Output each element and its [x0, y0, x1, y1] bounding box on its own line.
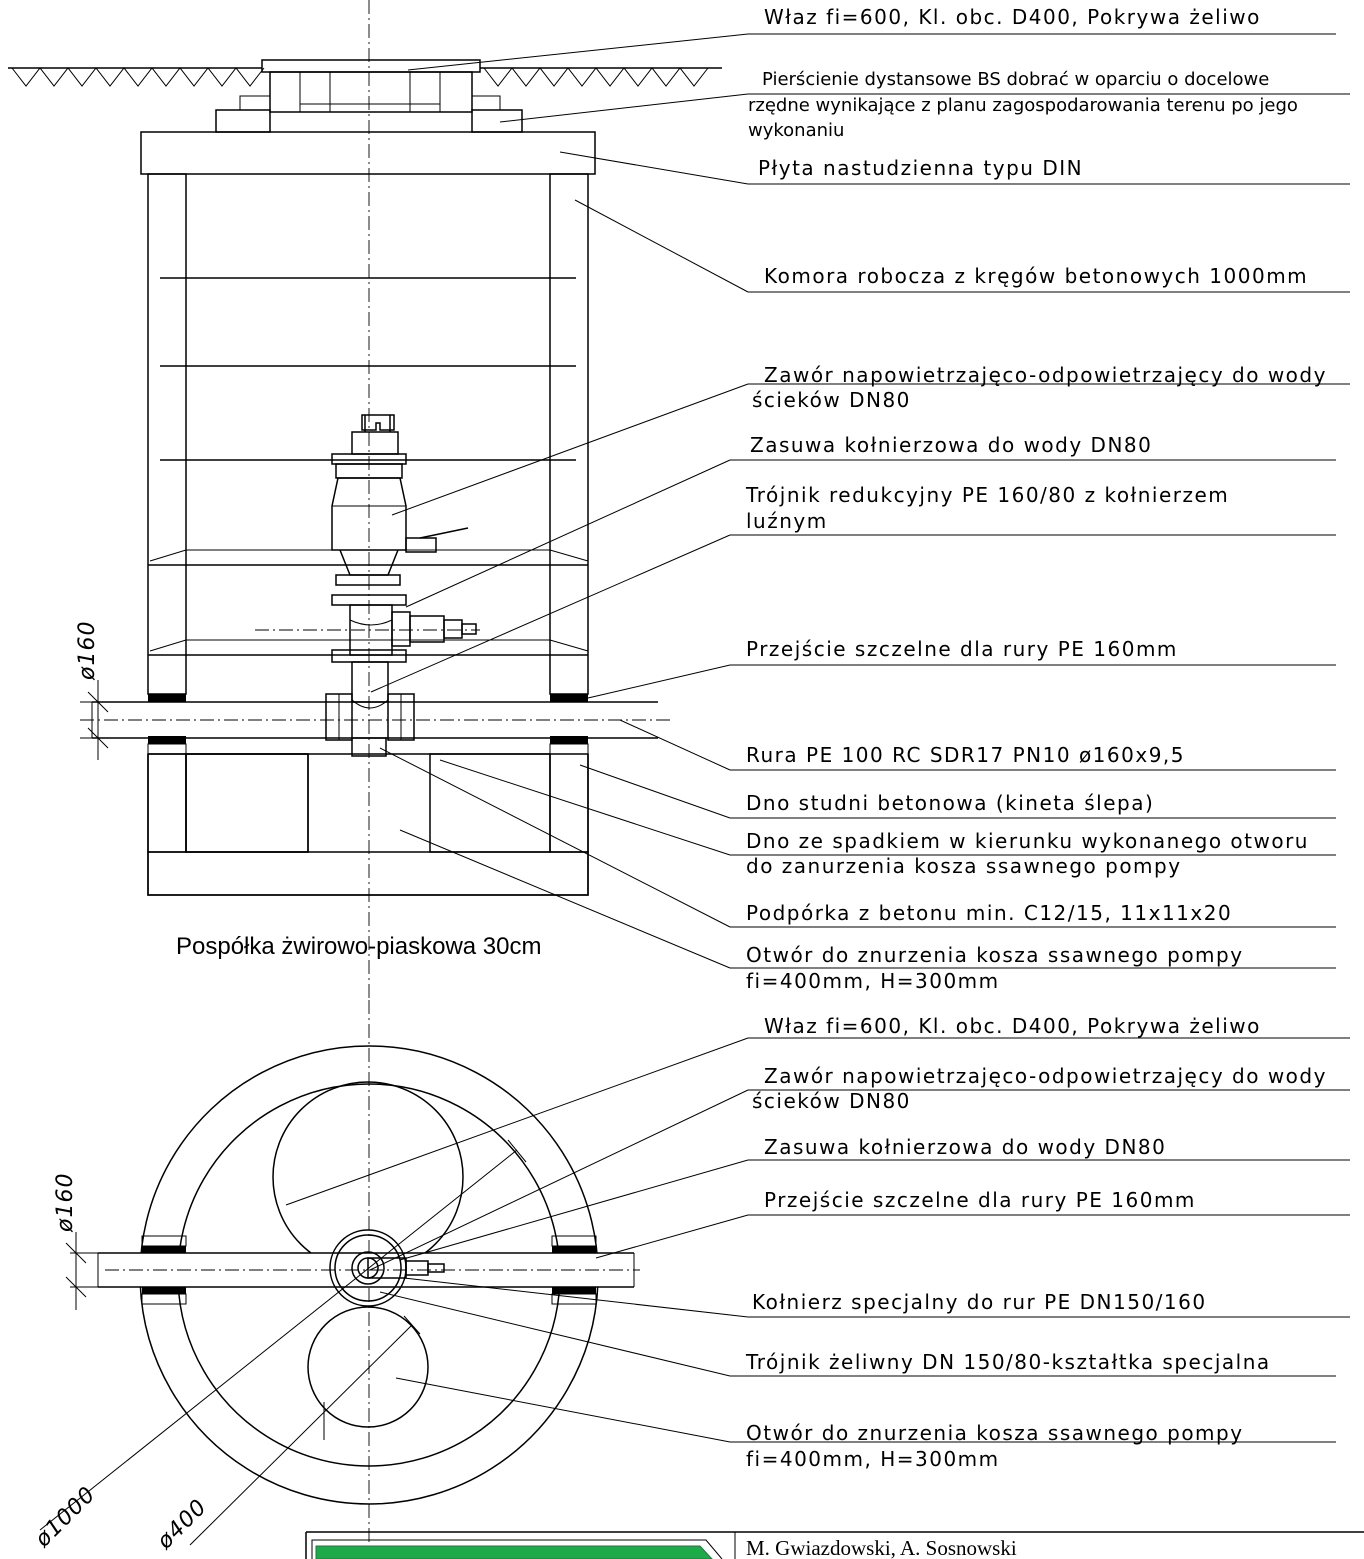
dim-line-hole [189, 1324, 413, 1546]
section-label-texts: Właz fi=600, Kl. obc. D400, Pokrywa żeli… [745, 5, 1327, 993]
svg-text:luźnym: luźnym [746, 509, 828, 533]
chamber-base [147, 754, 589, 896]
label-p4-line1: Przejście szczelne dla rury PE 160mm [764, 1188, 1196, 1212]
svg-text:Rura PE 100 RC SDR17 PN10 ø160: Rura PE 100 RC SDR17 PN10 ø160x9,5 [746, 743, 1185, 767]
svg-text:Komora robocza z kręgów betono: Komora robocza z kręgów betonowych 1000m… [764, 264, 1308, 288]
svg-text:ścieków DN80: ścieków DN80 [752, 1089, 911, 1113]
svg-text:Kołnierz specjalny do rur PE D: Kołnierz specjalny do rur PE DN150/160 [752, 1290, 1207, 1314]
label-s5-line1: Zawór napowietrzajęco-odpowietrzajęcy do… [764, 363, 1327, 387]
green-stamp [315, 1545, 713, 1559]
label-s11-line1: Dno ze spadkiem w kierunku wykonanego ot… [746, 829, 1309, 853]
label-s7-line2: luźnym [746, 509, 828, 533]
svg-text:Trójnik redukcyjny PE 160/80 z: Trójnik redukcyjny PE 160/80 z kołnierze… [745, 483, 1229, 507]
svg-text:Otwór do znurzenia kosza ssawn: Otwór do znurzenia kosza ssawnego pompy [746, 1421, 1244, 1445]
section-view: ø160 Pospółka żwirowo-piaskowa 30cm [8, 0, 722, 1000]
label-s5-line2: ścieków DN80 [752, 388, 911, 412]
dim-pipe-section-label: ø160 [75, 621, 100, 681]
label-s3-line1: Płyta nastudzienna typu DIN [758, 156, 1083, 180]
svg-text:rzędne wynikające z planu zago: rzędne wynikające z planu zagospodarowan… [748, 95, 1298, 116]
plan-pipe [96, 1235, 640, 1305]
plan-leaders [285, 1037, 1350, 1443]
manhole-cover [261, 59, 481, 113]
chamber-wall-right [549, 173, 589, 695]
authors-text: M. Gwiazdowski, A. Sosnowski [746, 1536, 1017, 1559]
concrete-support [351, 737, 387, 757]
svg-text:Płyta nastudzienna typu DIN: Płyta nastudzienna typu DIN [758, 156, 1083, 180]
svg-text:Dno ze spadkiem w kierunku wyk: Dno ze spadkiem w kierunku wykonanego ot… [746, 829, 1309, 853]
svg-text:Zawór napowietrzajęco-odpowiet: Zawór napowietrzajęco-odpowietrzajęcy do… [764, 363, 1327, 387]
svg-text:Dno studni betonowa (kineta śl: Dno studni betonowa (kineta ślepa) [746, 791, 1154, 815]
manhole-opening [272, 1081, 464, 1273]
tee-fitting [351, 1251, 385, 1285]
plan-label-texts: Właz fi=600, Kl. obc. D400, Pokrywa żeli… [745, 1014, 1327, 1471]
cover-slab [140, 131, 596, 175]
label-s7-line1: Trójnik redukcyjny PE 160/80 z kołnierze… [745, 483, 1229, 507]
label-s8-line1: Przejście szczelne dla rury PE 160mm [746, 637, 1178, 661]
label-s11-line2: do zanurzenia kosza ssawnego pompy [746, 854, 1182, 878]
chamber-wall-left [147, 173, 187, 695]
dimension-pipe-section: ø160 [75, 621, 109, 760]
pipe-seal-right-bottom [550, 736, 588, 744]
label-s9-line1: Rura PE 100 RC SDR17 PN10 ø160x9,5 [746, 743, 1185, 767]
well-ring [139, 1045, 599, 1505]
svg-text:Przejście szczelne dla rury PE: Przejście szczelne dla rury PE 160mm [764, 1188, 1196, 1212]
svg-text:Trójnik żeliwny DN 150/80-kszt: Trójnik żeliwny DN 150/80-kształtka spec… [745, 1350, 1271, 1374]
svg-text:Właz fi=600, Kl. obc. D400, Po: Właz fi=600, Kl. obc. D400, Pokrywa żeli… [764, 5, 1261, 29]
svg-text:fi=400mm, H=300mm: fi=400mm, H=300mm [746, 1447, 1000, 1471]
dim-hole-label: ø400 [152, 1495, 212, 1555]
pipe-seal-left-top [148, 694, 186, 702]
label-s4-line1: Komora robocza z kręgów betonowych 1000m… [764, 264, 1308, 288]
label-s13-line1: Otwór do znurzenia kosza ssawnego pompy [746, 943, 1244, 967]
label-s12-line1: Podpórka z betonu min. C12/15, 11x11x20 [746, 901, 1232, 925]
svg-text:Zasuwa kołnierzowa do wody DN8: Zasuwa kołnierzowa do wody DN80 [764, 1135, 1166, 1159]
svg-text:Pierścienie dystansowe BS dobr: Pierścienie dystansowe BS dobrać w oparc… [762, 69, 1269, 90]
ground-surface [8, 67, 722, 87]
label-s2-line2: rzędne wynikające z planu zagospodarowan… [748, 95, 1298, 116]
label-s13-line2: fi=400mm, H=300mm [746, 969, 1000, 993]
label-p2-line1: Zawór napowietrzajęco-odpowietrzajęcy do… [764, 1064, 1327, 1088]
label-s2-line3: wykonaniu [748, 120, 844, 141]
dim-line-well [39, 1149, 518, 1531]
distance-ring-right [471, 109, 523, 133]
label-p2-line2: ścieków DN80 [752, 1089, 911, 1113]
distance-ring-left [215, 109, 271, 133]
svg-text:Właz fi=600, Kl. obc. D400, Po: Właz fi=600, Kl. obc. D400, Pokrywa żeli… [764, 1014, 1261, 1038]
plan-view: ø160 ø1000 ø400 [30, 1000, 640, 1559]
label-p3-line1: Zasuwa kołnierzowa do wody DN80 [764, 1135, 1166, 1159]
section-leaders [370, 33, 1350, 969]
dim-well-label: ø1000 [30, 1482, 101, 1553]
svg-text:Zawór napowietrzajęco-odpowiet: Zawór napowietrzajęco-odpowietrzajęcy do… [764, 1064, 1327, 1088]
svg-text:Podpórka z betonu min. C12/15,: Podpórka z betonu min. C12/15, 11x11x20 [746, 901, 1232, 925]
title-block: M. Gwiazdowski, A. Sosnowski [305, 1531, 1364, 1559]
label-p7-line2: fi=400mm, H=300mm [746, 1447, 1000, 1471]
svg-text:Otwór do znurzenia kosza ssawn: Otwór do znurzenia kosza ssawnego pompy [746, 943, 1244, 967]
label-s2-line1: Pierścienie dystansowe BS dobrać w oparc… [762, 69, 1269, 90]
svg-text:Przejście szczelne dla rury PE: Przejście szczelne dla rury PE 160mm [746, 637, 1178, 661]
pipe-seal-left-bottom [148, 736, 186, 744]
label-s10-line1: Dno studni betonowa (kineta ślepa) [746, 791, 1154, 815]
caption-gravel: Pospółka żwirowo-piaskowa 30cm [176, 933, 541, 960]
pipe-seal-right-top [550, 694, 588, 702]
svg-text:ścieków DN80: ścieków DN80 [752, 388, 911, 412]
air-valve [255, 414, 480, 741]
label-p5-line1: Kołnierz specjalny do rur PE DN150/160 [752, 1290, 1207, 1314]
svg-text:fi=400mm, H=300mm: fi=400mm, H=300mm [746, 969, 1000, 993]
svg-text:wykonaniu: wykonaniu [748, 120, 844, 141]
label-s6-line1: Zasuwa kołnierzowa do wody DN80 [750, 433, 1152, 457]
label-p6-line1: Trójnik żeliwny DN 150/80-kształtka spec… [745, 1350, 1271, 1374]
label-p7-line1: Otwór do znurzenia kosza ssawnego pompy [746, 1421, 1244, 1445]
svg-text:Zasuwa kołnierzowa do wody DN8: Zasuwa kołnierzowa do wody DN80 [750, 433, 1152, 457]
dimension-pipe-plan: ø160 [53, 1173, 98, 1310]
svg-text:do zanurzenia kosza ssawnego p: do zanurzenia kosza ssawnego pompy [746, 854, 1182, 878]
pump-hole [307, 1306, 429, 1428]
label-p1-line1: Właz fi=600, Kl. obc. D400, Pokrywa żeli… [764, 1014, 1261, 1038]
label-s1-line1: Właz fi=600, Kl. obc. D400, Pokrywa żeli… [764, 5, 1261, 29]
dim-pipe-plan-label: ø160 [53, 1173, 78, 1233]
